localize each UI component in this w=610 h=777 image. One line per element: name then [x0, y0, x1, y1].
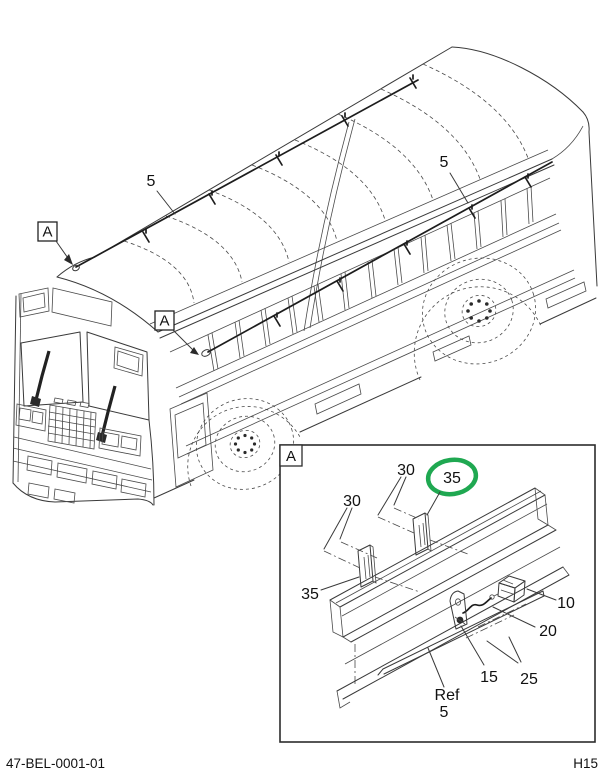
roof-harness-clips [142, 74, 417, 243]
hardware-callout-label: 25 [520, 671, 538, 688]
footer: 47-BEL-0001-01 H15 [6, 756, 598, 771]
connector-wire [462, 597, 492, 614]
shim-35-left-label: 35 [301, 586, 319, 603]
side-harness-callout: 5 [440, 154, 469, 204]
front-bumper [12, 436, 153, 504]
page-code: H15 [573, 756, 598, 771]
side-harness-grommet [201, 349, 211, 357]
reference-callout-number: 5 [440, 704, 449, 721]
clip-30-right-label: 30 [397, 462, 415, 479]
wire-callout: 20 [492, 606, 557, 640]
arrowhead [190, 347, 199, 355]
roof-harness-grommet [72, 264, 80, 272]
wiper-right [96, 385, 117, 443]
hardware-callout: 25 [465, 603, 538, 688]
clip-30-left-label: 30 [343, 493, 361, 510]
grille [47, 397, 97, 450]
detail-marker-front: A [37, 221, 73, 265]
clip-30-left-callout: 30 [323, 493, 421, 593]
roof-harness-callout: 5 [147, 173, 176, 215]
bracket-callout-label: 15 [480, 669, 498, 686]
reference-callout-word: Ref [435, 687, 460, 704]
inset-panel-label: A [286, 448, 296, 465]
shim-35-circled-callout: 35 [425, 457, 479, 516]
clip-30-right-callout: 30 [377, 462, 469, 555]
main-callouts: A 5 A 5 [37, 154, 469, 355]
highlight-ellipse [425, 457, 479, 497]
shim-35-left-callout: 35 [301, 576, 360, 603]
bus-side [153, 158, 597, 499]
window-posts [207, 185, 534, 372]
connector [489, 575, 526, 603]
rear-wheel [422, 257, 536, 365]
shim-clip-left [357, 544, 377, 588]
bracket-callout: 15 [460, 625, 498, 686]
document-number: 47-BEL-0001-01 [6, 756, 105, 771]
wire-callout-label: 20 [539, 623, 557, 640]
mounting-bracket [449, 590, 468, 630]
entry-door [169, 392, 214, 488]
side-harness-clips [273, 173, 532, 327]
side-harness-callout-label: 5 [440, 154, 449, 171]
connector-callout-label: 10 [557, 595, 575, 612]
roof-rail [329, 487, 570, 709]
wiper-left [30, 350, 51, 407]
side-harness [201, 161, 553, 357]
bus-roof [56, 46, 598, 333]
arrowhead [64, 254, 73, 265]
bus-front [12, 287, 155, 506]
connector-callout: 10 [526, 588, 575, 612]
roof-harness-callout-label: 5 [147, 173, 156, 190]
inset-border [279, 444, 596, 743]
detail-marker-front-label: A [42, 224, 52, 241]
shim-clip-right [412, 512, 432, 556]
shim-35-circled-label: 35 [443, 470, 461, 487]
bus-line-drawing [12, 46, 598, 506]
detail-marker-side-label: A [159, 313, 169, 330]
reference-callout: Ref 5 [427, 647, 460, 721]
roof-harness [72, 74, 419, 272]
front-wheel [195, 398, 295, 490]
detail-marker-side: A [154, 310, 199, 355]
detail-inset: A [279, 444, 596, 743]
inset-panel-label-box [279, 444, 303, 467]
